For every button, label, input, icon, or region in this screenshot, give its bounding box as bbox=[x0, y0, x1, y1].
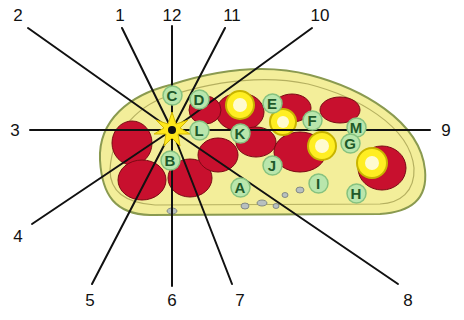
letter-marker: F bbox=[302, 110, 323, 131]
callout-number: 2 bbox=[13, 7, 22, 24]
letter-label: C bbox=[162, 85, 183, 106]
letter-marker: I bbox=[308, 173, 329, 194]
callout-number: 12 bbox=[163, 7, 182, 24]
marker-circle-shape bbox=[303, 111, 322, 130]
letter-label: J bbox=[262, 155, 283, 176]
callout-number: 5 bbox=[85, 292, 94, 309]
limb-outline bbox=[100, 69, 425, 215]
center-point bbox=[168, 126, 176, 134]
marker-circle-shape bbox=[190, 90, 209, 109]
callout-number: 3 bbox=[10, 122, 19, 139]
letter-label: F bbox=[302, 110, 323, 131]
letter-label: I bbox=[308, 173, 329, 194]
tendons bbox=[226, 91, 387, 178]
letter-marker: G bbox=[340, 133, 361, 154]
letter-label: L bbox=[189, 120, 210, 141]
callout-number: 10 bbox=[311, 7, 330, 24]
callout-number: 4 bbox=[13, 228, 22, 245]
marker-circle-shape bbox=[231, 178, 250, 197]
marker-circle-shape bbox=[231, 124, 250, 143]
letter-label: H bbox=[346, 183, 367, 204]
marker-circle-shape bbox=[341, 134, 360, 153]
callout-number: 11 bbox=[223, 7, 241, 24]
letter-marker: J bbox=[262, 155, 283, 176]
letter-marker: K bbox=[230, 123, 251, 144]
marker-circle-shape bbox=[161, 151, 180, 170]
callout-number: 6 bbox=[167, 292, 176, 309]
letter-label: G bbox=[340, 133, 361, 154]
letter-marker: C bbox=[162, 85, 183, 106]
letter-marker: B bbox=[160, 150, 181, 171]
letter-label: E bbox=[262, 93, 283, 114]
marker-circle-shape bbox=[190, 121, 209, 140]
callout-number: 8 bbox=[403, 292, 412, 309]
letter-marker: L bbox=[189, 120, 210, 141]
letter-marker: E bbox=[262, 93, 283, 114]
muscles bbox=[112, 93, 406, 200]
letter-label: D bbox=[189, 89, 210, 110]
callout-number: 7 bbox=[235, 292, 244, 309]
letter-marker: H bbox=[346, 183, 367, 204]
letter-label: K bbox=[230, 123, 251, 144]
marker-circle-shape bbox=[163, 86, 182, 105]
center-star bbox=[154, 112, 190, 146]
clock-lines bbox=[28, 26, 430, 286]
callout-number: 9 bbox=[441, 122, 450, 139]
callout-number: 1 bbox=[115, 7, 124, 24]
letter-marker: A bbox=[230, 177, 251, 198]
marker-circle-shape bbox=[309, 174, 328, 193]
marker-circle-shape bbox=[263, 94, 282, 113]
letter-marker: D bbox=[189, 89, 210, 110]
letter-label: A bbox=[230, 177, 251, 198]
letter-label: B bbox=[160, 150, 181, 171]
marker-circle-shape bbox=[347, 184, 366, 203]
marker-circle-shape bbox=[263, 156, 282, 175]
